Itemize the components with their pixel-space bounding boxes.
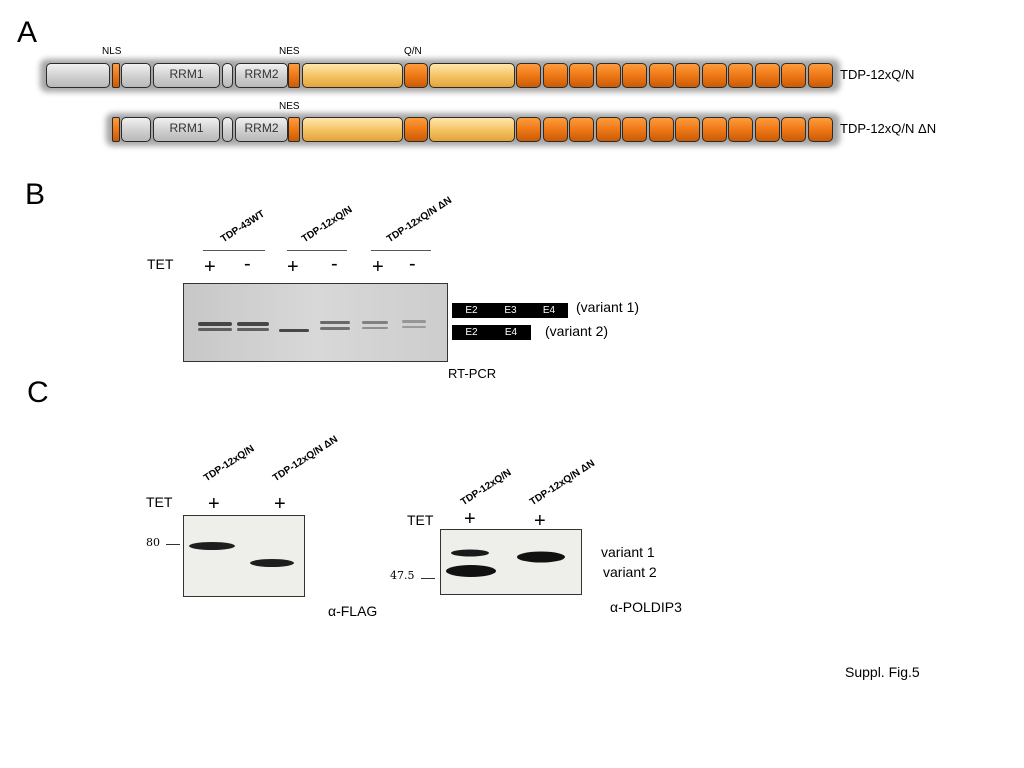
rrm2-domain: RRM2 — [235, 63, 288, 88]
variant1-label: (variant 1) — [576, 299, 640, 315]
tet-sign: - — [244, 253, 251, 275]
tet-label: TET — [146, 494, 173, 510]
sample-label-tdp43wt: TDP-43WT — [219, 208, 267, 245]
tet-sign: + — [208, 493, 220, 515]
qn-label: Q/N — [404, 46, 422, 57]
exon-e2-variant2: E2 — [452, 325, 492, 340]
panel-a-letter: A — [17, 16, 38, 49]
tet-sign: + — [534, 510, 546, 532]
sample-label-tdp12xqn: TDP-12xQ/N — [300, 204, 355, 245]
variant2-label: (variant 2) — [545, 323, 609, 339]
construct-full-label: TDP-12xQ/N — [840, 67, 915, 82]
marker-tick — [421, 578, 435, 579]
rrm2-domain: RRM2 — [235, 117, 288, 142]
sample-underline — [287, 250, 347, 251]
nes-label-top: NES — [279, 46, 300, 57]
blot-band — [189, 542, 294, 567]
sample-label-tdp12xqn-dn: TDP-12xQ/N ΔN — [385, 194, 454, 245]
rrm2-label: RRM2 — [244, 67, 279, 81]
rrm1-domain: RRM1 — [153, 63, 220, 88]
tet-sign: + — [204, 256, 216, 278]
sample-label-tdp12xqn-dn: TDP-12xQ/N ΔN — [528, 457, 597, 508]
tet-sign: - — [331, 253, 338, 275]
tet-sign: + — [464, 508, 476, 530]
rrm1-label: RRM1 — [169, 121, 204, 135]
panel-b-letter: B — [25, 178, 46, 211]
poldip3-blot — [440, 529, 582, 595]
exon-e4-variant1: E4 — [530, 303, 568, 318]
rt-pcr-label: RT-PCR — [448, 366, 497, 381]
flag-antibody-label: α-FLAG — [328, 603, 378, 619]
sample-label-tdp12xqn: TDP-12xQ/N — [202, 443, 257, 484]
marker-80-label: 80 — [146, 536, 160, 549]
rrm2-label: RRM2 — [244, 121, 279, 135]
variant1-band-label: variant 1 — [601, 544, 655, 560]
exon-e3-variant1: E3 — [491, 303, 531, 318]
nls-label: NLS — [102, 46, 122, 57]
figure-label: Suppl. Fig.5 — [845, 664, 920, 680]
exon-e4-variant2: E4 — [491, 325, 531, 340]
tet-sign: + — [372, 256, 384, 278]
blot-band — [446, 549, 565, 577]
exon-e2-variant1: E2 — [452, 303, 492, 318]
sample-label-tdp12xqn-dn: TDP-12xQ/N ΔN — [271, 433, 340, 484]
tet-label: TET — [147, 256, 174, 272]
marker-47-5-label: 47.5 — [390, 569, 415, 582]
poldip3-antibody-label: α-POLDIP3 — [610, 599, 682, 615]
sample-underline — [203, 250, 265, 251]
tet-label: TET — [407, 512, 434, 528]
tet-sign: - — [409, 253, 416, 275]
flag-blot — [183, 515, 305, 597]
rt-pcr-gel — [183, 283, 448, 362]
sample-underline — [371, 250, 431, 251]
nes-label-bottom: NES — [279, 101, 300, 112]
variant2-band-label: variant 2 — [603, 564, 657, 580]
rrm1-domain: RRM1 — [153, 117, 220, 142]
panel-c-letter: C — [27, 376, 49, 409]
construct-delta-n-label: TDP-12xQ/N ΔN — [840, 121, 937, 136]
sample-label-tdp12xqn: TDP-12xQ/N — [459, 467, 514, 508]
tet-sign: + — [287, 256, 299, 278]
marker-tick — [166, 544, 180, 545]
tet-sign: + — [274, 493, 286, 515]
gel-band — [198, 320, 426, 332]
rrm1-label: RRM1 — [169, 67, 204, 81]
